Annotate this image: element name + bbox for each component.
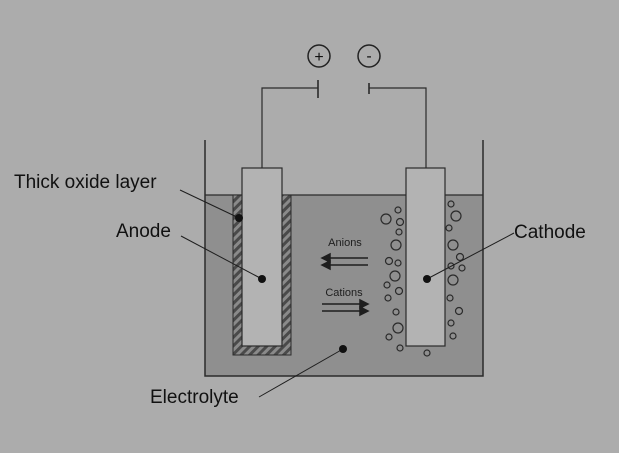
cathode-electrode: [405, 167, 446, 347]
leader-lines: [179, 189, 515, 398]
anions-label: Anions: [328, 237, 362, 249]
negative-terminal-label: -: [366, 48, 371, 65]
tank-outline: [204, 140, 484, 377]
anode-electrode: [241, 167, 283, 347]
anode-label: Anode: [116, 221, 171, 242]
negative-terminal-icon: [357, 44, 381, 68]
gas-bubbles: [380, 200, 466, 357]
cations-label: Cations: [325, 287, 363, 299]
cation-arrows: [322, 298, 370, 317]
thick-oxide-layer-label: Thick oxide layer: [14, 172, 157, 193]
cathode-wire: [369, 87, 427, 168]
anion-arrows: [320, 252, 368, 271]
positive-terminal-icon: [307, 44, 331, 68]
positive-terminal-label: +: [314, 49, 323, 66]
leader-dots: [235, 214, 431, 353]
anode-wire: [261, 87, 318, 168]
cathode-label: Cathode: [514, 222, 586, 243]
electrolyte-label: Electrolyte: [150, 387, 239, 408]
